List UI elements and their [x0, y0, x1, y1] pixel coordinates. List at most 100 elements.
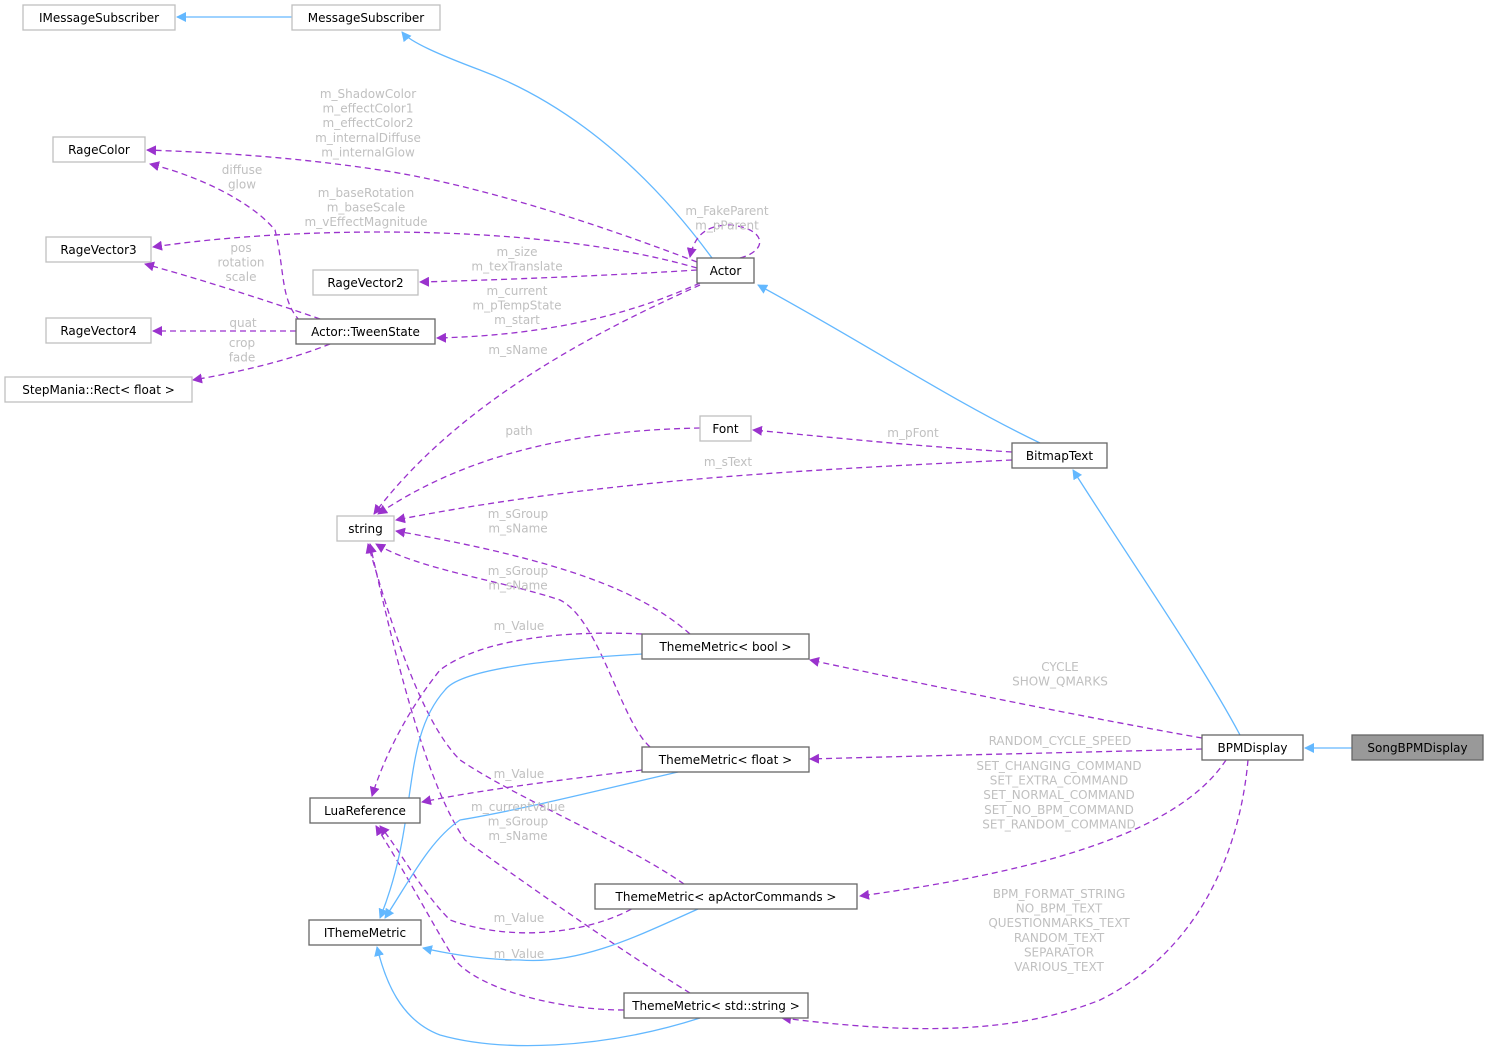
class-node-label: MessageSubscriber: [308, 11, 425, 25]
class-node-luareference[interactable]: LuaReference: [309, 797, 421, 824]
edge-label-line: m_sName: [488, 829, 547, 843]
class-node-box: [641, 746, 810, 773]
edge-label-line: m_internalDiffuse: [315, 131, 421, 145]
class-node-tweenstate[interactable]: Actor::TweenState: [295, 318, 436, 345]
edge-label-line: crop: [229, 336, 255, 350]
edge-label-line: QUESTIONMARKS_TEXT: [988, 916, 1130, 930]
edge-label-line: SET_CHANGING_COMMAND: [976, 759, 1141, 773]
edge-label-line: m_internalGlow: [321, 145, 415, 159]
usage-edge-Font-to-string: [377, 427, 701, 515]
edge-label-line: fade: [229, 351, 256, 365]
edge-label-line: m_current: [487, 284, 548, 298]
class-node-box: [641, 633, 810, 660]
edge-label-line: m_sGroup: [488, 507, 548, 521]
class-node-messagesubscriber: MessageSubscriber: [291, 4, 441, 31]
class-node-label: Actor: [710, 264, 742, 278]
class-node-bitmaptext[interactable]: BitmapText: [1011, 442, 1108, 469]
edge-label-line: scale: [226, 270, 257, 284]
class-node-ithememetric[interactable]: IThemeMetric: [308, 919, 422, 946]
usage-edge-BitmapText-to-string: [395, 459, 1013, 524]
edge-label-line: m_pParent: [695, 219, 759, 233]
inheritance-edge-BPMDisplay-to-BitmapText: [1072, 469, 1241, 736]
edge-label-line: m_sGroup: [488, 815, 548, 829]
edge-label-line: m_pFont: [887, 426, 939, 440]
usage-edge-Actor-to-TweenState: [436, 282, 701, 343]
usage-edge-TweenState-to-RageVector3: [144, 261, 321, 320]
inheritance-edge-BitmapText-to-Actor: [757, 284, 1041, 444]
edge-label-line: m_Value: [494, 767, 545, 781]
edge-label-line: quat: [229, 316, 257, 330]
class-node-label: StepMania::Rect< float >: [22, 383, 175, 397]
usage-edge-BPMDisplay-to-TMcmds: [859, 759, 1227, 900]
class-node-label: BitmapText: [1026, 449, 1093, 463]
edge-label-line: RANDOM_CYCLE_SPEED: [989, 734, 1132, 748]
edge-label-BitmapText-to-string: m_sText: [704, 455, 753, 469]
class-node-tmbool[interactable]: ThemeMetric< bool >: [641, 633, 810, 660]
class-node-tmcmds[interactable]: ThemeMetric< apActorCommands >: [594, 883, 858, 910]
edge-label-line: SET_RANDOM_COMMAND: [982, 817, 1136, 831]
class-node-box: [699, 415, 752, 442]
edge-label-line: path: [505, 424, 532, 438]
edge-label-line: m_start: [494, 313, 540, 327]
edge-label-line: m_sName: [488, 522, 547, 536]
edge-label-line: m_baseRotation: [318, 186, 414, 200]
class-node-label: Font: [712, 422, 738, 436]
edge-label-line: BPM_FORMAT_STRING: [993, 887, 1126, 901]
usage-edge-BPMDisplay-to-TMstring: [781, 759, 1249, 1030]
class-node-label: RageVector2: [327, 276, 403, 290]
usage-edge-Actor-to-RageColor: [146, 145, 698, 263]
inheritance-edge-Actor-to-MessageSubscriber: [401, 31, 713, 259]
edge-label-TweenState-to-RageVector4: quat: [229, 316, 257, 330]
edge-label-line: m_FakeParent: [685, 204, 768, 218]
class-node-ragevector2: RageVector2: [312, 269, 419, 296]
usage-edge-TMfloat-to-string: [375, 543, 651, 748]
class-node-box: [45, 236, 152, 263]
class-node-ragevector3: RageVector3: [45, 236, 152, 263]
class-node-tmfloat[interactable]: ThemeMetric< float >: [641, 746, 810, 773]
class-node-box: [1351, 734, 1484, 761]
class-node-bpmdisplay[interactable]: BPMDisplay: [1201, 734, 1304, 761]
edge-label-line: SHOW_QMARKS: [1012, 675, 1108, 689]
class-node-label: ThemeMetric< float >: [658, 753, 792, 767]
usage-edge-BPMDisplay-to-TMfloat: [809, 748, 1203, 764]
class-node-box: [291, 4, 441, 31]
class-node-box: [1011, 442, 1108, 469]
class-node-box: [594, 883, 858, 910]
class-node-box: [309, 797, 421, 824]
class-node-box: [4, 376, 193, 403]
edge-label-line: m_effectColor2: [323, 116, 414, 130]
edge-label-BitmapText-to-Font: m_pFont: [887, 426, 939, 440]
edge-label-line: m_sName: [488, 343, 547, 357]
usage-edge-BPMDisplay-to-TMbool: [809, 656, 1203, 739]
class-node-box: [1201, 734, 1304, 761]
class-node-string: string: [336, 515, 395, 542]
edge-label-line: rotation: [217, 256, 264, 270]
edge-label-BPMDisplay-to-TMfloat: RANDOM_CYCLE_SPEED: [989, 734, 1132, 748]
class-node-label: BPMDisplay: [1217, 741, 1287, 755]
edge-label-TMstring-to-LuaReference: m_Value: [494, 947, 545, 961]
edge-label-line: m_Value: [494, 619, 545, 633]
class-node-tmstring[interactable]: ThemeMetric< std::string >: [623, 992, 809, 1019]
inheritance-edge-TMstring-to-IThemeMetric: [374, 946, 701, 1047]
usage-edge-Actor-to-string: [373, 284, 701, 515]
class-node-label: LuaReference: [324, 804, 406, 818]
edge-label-line: m_effectColor1: [323, 102, 414, 116]
usage-edge-TMbool-to-string: [395, 527, 691, 635]
edge-label-TMfloat-to-LuaReference: m_Value: [494, 767, 545, 781]
class-node-box: [295, 318, 436, 345]
class-node-label: Actor::TweenState: [311, 325, 420, 339]
class-node-actor[interactable]: Actor: [696, 257, 755, 284]
class-node-box: [696, 257, 755, 284]
edge-label-Font-to-string: path: [505, 424, 532, 438]
